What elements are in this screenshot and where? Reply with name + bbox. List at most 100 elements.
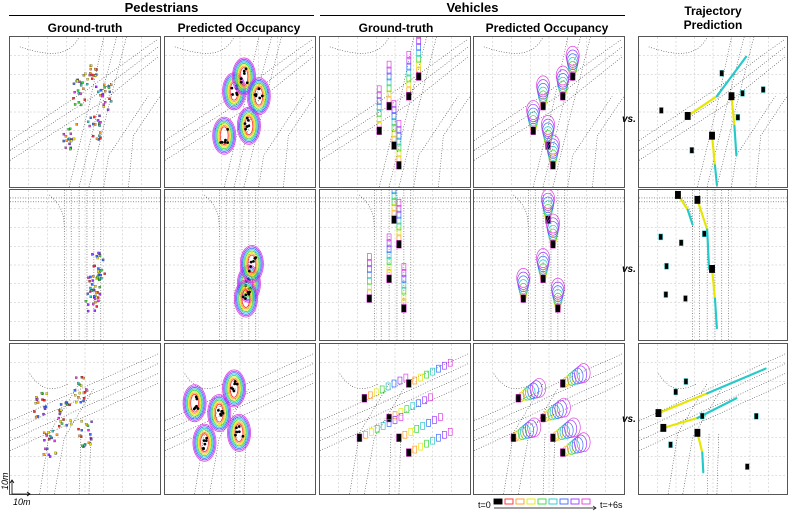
occupancy-contour (239, 109, 259, 142)
pedestrian-marker (244, 127, 248, 131)
occupancy-contour (200, 433, 209, 452)
vehicle-future-box (386, 251, 392, 259)
occupancy-contour (223, 73, 245, 109)
pedestrian-marker (95, 85, 98, 89)
occupancy-contour (239, 67, 249, 86)
vehicle-box (694, 195, 701, 204)
occupancy-contour (214, 119, 234, 152)
vehicle-box (550, 161, 556, 170)
pedestrian-marker (72, 137, 76, 141)
lane-boundary (667, 383, 708, 494)
lane-boundary (329, 37, 390, 54)
pedestrian-marker (91, 279, 94, 282)
occupancy-contour (212, 116, 237, 155)
pedestrian-marker (64, 401, 68, 405)
legend-swatch (515, 498, 525, 505)
vehicle-future-box (391, 379, 397, 388)
occupancy-contour (247, 254, 257, 274)
vehicle-box (728, 92, 735, 101)
pedestrian-marker (82, 399, 85, 403)
vehicle-box (683, 295, 688, 302)
legend-arrow-icon (592, 505, 597, 511)
pedestrian-marker (90, 283, 94, 286)
pedestrian-marker (47, 453, 51, 456)
vehicle-box (406, 448, 412, 457)
vehicle-future-box (408, 428, 414, 436)
vehicle-box (415, 72, 422, 81)
legend-swatch (548, 498, 558, 505)
occupancy-contour (522, 422, 535, 439)
vehicle-box (683, 378, 689, 385)
vehicle-future-box (404, 405, 410, 413)
vehicle-future-box (367, 265, 372, 273)
pedestrian-marker (84, 72, 87, 76)
lane-boundary (49, 194, 65, 230)
pedestrian-marker (195, 397, 199, 401)
pedestrian-marker (104, 90, 107, 93)
occupancy-contour (253, 85, 265, 107)
occupancy-contour (211, 399, 227, 427)
header-trajectory-line2: Prediction (683, 18, 743, 32)
vehicle-box (560, 92, 566, 101)
pedestrian-marker (85, 388, 88, 391)
pedestrian-marker (43, 406, 46, 409)
pedestrian-marker (34, 401, 37, 405)
lane-boundary (165, 38, 314, 141)
lane-boundary (542, 432, 546, 494)
occupancy-contour (536, 248, 551, 268)
vehicle-future-box (386, 257, 392, 265)
vehicle-box (396, 240, 402, 249)
occupancy-contour (246, 253, 258, 275)
vehicle-box (740, 90, 745, 97)
panel-r2-trajectory (638, 189, 788, 341)
scale-bar-icon (9, 479, 31, 497)
scene-canvas (639, 190, 787, 340)
occupancy-contour (525, 384, 536, 400)
pedestrian-marker (54, 451, 57, 455)
panel-r2-pedestrian-predicted (164, 189, 316, 341)
pedestrian-marker (97, 273, 100, 277)
vehicle-box (555, 304, 561, 313)
vehicle-future-box (416, 48, 422, 57)
vehicle-box (745, 463, 750, 470)
pedestrian-marker (249, 260, 253, 264)
vehicle-future-box (396, 131, 402, 140)
lane-boundary (54, 388, 95, 494)
vehicle-future-box (406, 74, 412, 83)
occupancy-contour (215, 120, 233, 151)
vehicle-box (550, 240, 556, 249)
pedestrian-marker (90, 438, 93, 441)
pedestrian-marker (86, 82, 89, 86)
trajectory-line (715, 55, 748, 98)
time-legend-swatches (493, 498, 597, 511)
pedestrian-marker (244, 67, 248, 71)
vehicle-future-box (379, 385, 385, 394)
occupancy-contour (231, 419, 247, 447)
pedestrian-marker (75, 123, 79, 126)
occupancy-contour (242, 247, 262, 281)
pedestrian-marker (59, 420, 62, 423)
trajectory-line (710, 134, 717, 167)
vehicle-box (386, 413, 392, 423)
occupancy-contour (524, 419, 538, 438)
vehicle-future-box (386, 233, 392, 242)
pedestrian-marker (83, 397, 86, 400)
pedestrian-marker (196, 407, 200, 410)
pedestrian-marker (108, 90, 112, 93)
trajectory-line (701, 451, 705, 474)
pedestrian-marker (99, 94, 102, 97)
lane-boundary (513, 194, 529, 230)
lane-boundary (639, 363, 786, 432)
lane-boundary (320, 383, 469, 451)
vs-label-row3: vs. (622, 414, 636, 425)
pedestrian-marker (246, 291, 250, 294)
occupancy-contour (545, 134, 560, 155)
pedestrian-marker (91, 253, 94, 256)
pedestrian-marker (60, 422, 64, 425)
vehicle-future-box (376, 103, 382, 111)
pedestrian-marker (57, 416, 60, 420)
pedestrian-marker (235, 382, 239, 386)
vehicle-future-box (376, 109, 382, 117)
lane-boundary (364, 388, 405, 494)
pedestrian-marker (97, 296, 100, 299)
